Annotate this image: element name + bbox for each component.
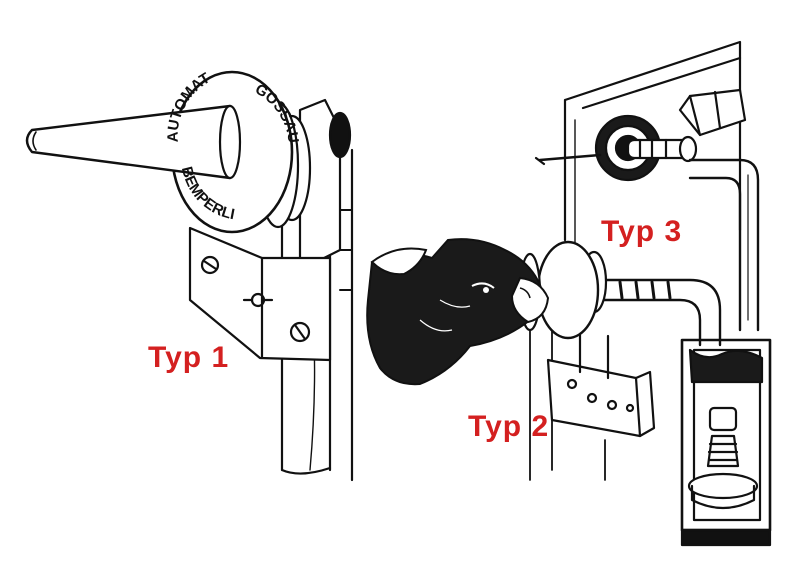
type2-label: Typ 2 (468, 410, 550, 443)
type1-device (25, 70, 354, 482)
type3-label: Typ 3 (601, 215, 683, 248)
type3-device (534, 40, 760, 332)
type2-device (518, 240, 772, 547)
pig-head (366, 238, 550, 386)
type1-label: Typ 1 (148, 341, 230, 374)
